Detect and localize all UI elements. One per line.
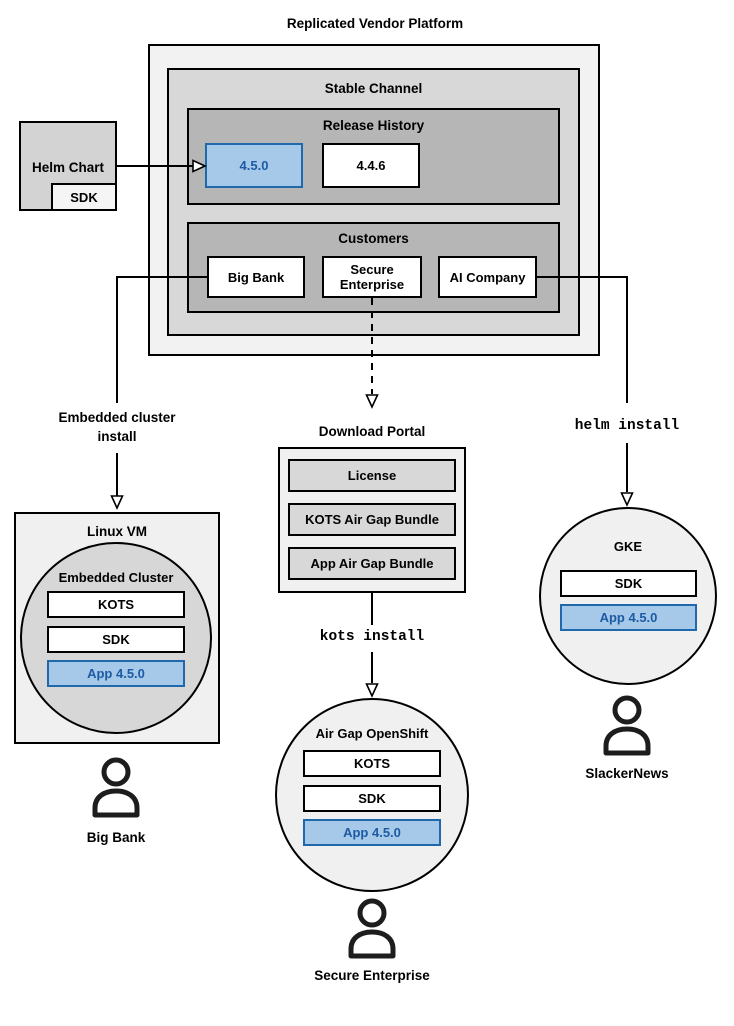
portal-app-bundle-box: App Air Gap Bundle	[288, 547, 456, 580]
embedded-cluster-title: Embedded Cluster	[58, 570, 174, 585]
user-icon	[348, 898, 396, 959]
linux-vm-title: Linux VM	[87, 524, 147, 539]
stable-channel-title: Stable Channel	[324, 81, 423, 96]
openshift-sdk-box: SDK	[303, 785, 441, 812]
portal-kots-bundle-box: KOTS Air Gap Bundle	[288, 503, 456, 536]
helm-chart-title: Helm Chart	[31, 160, 104, 175]
embedded-cluster-sdk-box: SDK	[47, 626, 185, 653]
user-icon	[603, 695, 651, 756]
download-portal-title: Download Portal	[318, 424, 426, 439]
arrowhead-down	[365, 683, 379, 698]
kots-install-label: kots install	[319, 629, 425, 645]
customer-box-big-bank: Big Bank	[207, 256, 305, 298]
user-icon	[92, 757, 140, 818]
openshift-app-box: App 4.5.0	[303, 819, 441, 846]
slackernews-user-label: SlackerNews	[585, 766, 669, 781]
air-gap-openshift-title: Air Gap OpenShift	[315, 726, 429, 741]
embedded-cluster-app-box: App 4.5.0	[47, 660, 185, 687]
gke-title: GKE	[613, 539, 643, 554]
diagram-title: Replicated Vendor Platform	[286, 16, 464, 31]
arrowhead-down	[365, 394, 379, 409]
helm-chart-sdk-box: SDK	[51, 183, 117, 211]
release-box-previous: 4.4.6	[322, 143, 420, 188]
big-bank-user-label: Big Bank	[86, 830, 146, 845]
release-history-title: Release History	[322, 118, 425, 133]
customer-box-secure-enterprise: Secure Enterprise	[322, 256, 422, 298]
helm-install-label: helm install	[574, 418, 680, 434]
customers-title: Customers	[338, 231, 409, 246]
arrowhead-down	[110, 495, 124, 510]
secure-enterprise-user-label: Secure Enterprise	[314, 968, 430, 983]
embedded-cluster-install-label: Embedded cluster install	[58, 410, 176, 444]
customer-box-ai-company: AI Company	[438, 256, 537, 298]
gke-sdk-box: SDK	[560, 570, 697, 597]
embedded-cluster-kots-box: KOTS	[47, 591, 185, 618]
openshift-kots-box: KOTS	[303, 750, 441, 777]
portal-license-box: License	[288, 459, 456, 492]
release-box-current: 4.5.0	[205, 143, 303, 188]
arrowhead-down	[620, 492, 634, 507]
gke-app-box: App 4.5.0	[560, 604, 697, 631]
